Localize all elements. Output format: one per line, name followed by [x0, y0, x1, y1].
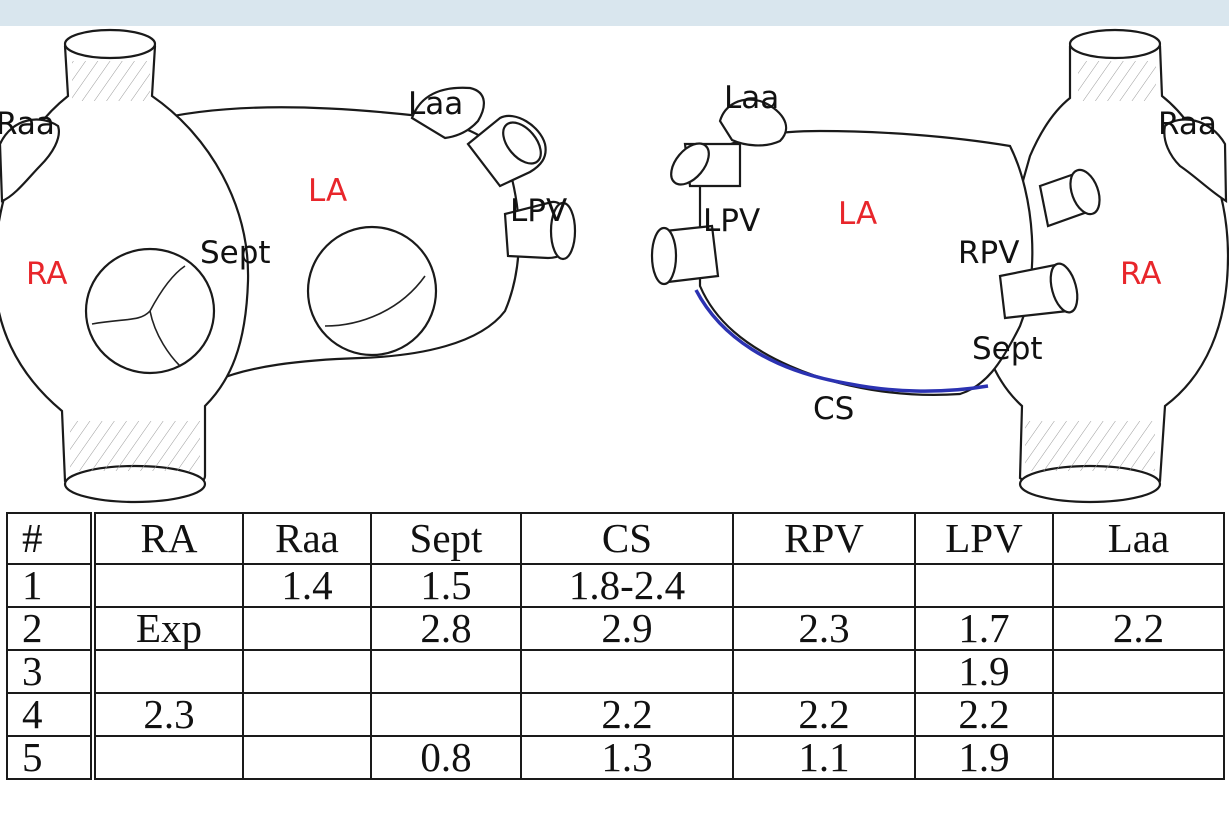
table-cell: 1.7: [914, 606, 1054, 651]
header-sept: Sept: [370, 512, 522, 565]
table-cell: 2.9: [520, 606, 734, 651]
lpv-upper-opening-right: [670, 142, 710, 186]
label-laa-left: Laa: [408, 86, 463, 122]
table-cell: 4: [6, 692, 96, 737]
table-cell: 1.9: [914, 735, 1054, 780]
label-lpv-right: LPV: [703, 203, 760, 239]
header-raa: Raa: [242, 512, 372, 565]
label-la-right: LA: [838, 196, 877, 232]
label-raa-left: Raa: [0, 106, 55, 142]
table-cell: 2.2: [520, 692, 734, 737]
table-cell: 0.8: [370, 735, 522, 780]
svc-shading-right: [1078, 61, 1156, 101]
table-cell: [92, 735, 244, 780]
table-row: 4 2.3 2.2 2.2 2.2: [6, 692, 1225, 737]
table-cell: 2.3: [92, 692, 244, 737]
ivc-shading-left: [70, 421, 200, 471]
header-number: #: [6, 512, 96, 565]
table-cell: [242, 735, 372, 780]
left-atrial-appendage-right: [718, 98, 788, 147]
label-cs-right: CS: [813, 391, 854, 427]
lpv-lower-opening-right: [650, 226, 678, 286]
header-lpv: LPV: [914, 512, 1054, 565]
table-cell: 1: [6, 563, 96, 608]
table-cell: [370, 692, 522, 737]
table-cell: 2.2: [914, 692, 1054, 737]
table-row: 3 1.9: [6, 649, 1225, 694]
table-cell: Exp: [92, 606, 244, 651]
table-cell: 1.4: [242, 563, 372, 608]
tricuspid-valve: [84, 247, 216, 375]
table-cell: 1.8-2.4: [520, 563, 734, 608]
left-heart-view: Raa Laa LA LPV RA Sept: [0, 28, 577, 504]
table-cell: 5: [6, 735, 96, 780]
left-atrium-body-right: [698, 129, 1034, 396]
header-ra: RA: [92, 512, 244, 565]
label-lpv-left: LPV: [510, 193, 567, 229]
table-row: 5 0.8 1.3 1.1 1.9: [6, 735, 1225, 780]
table-cell: [370, 649, 522, 694]
table-cell: 3: [6, 649, 96, 694]
table-cell: [520, 649, 734, 694]
rpv-upper-opening: [1069, 168, 1101, 216]
table-row: 2 Exp 2.8 2.9 2.3 1.7 2.2: [6, 606, 1225, 651]
table-cell: [92, 563, 244, 608]
header-laa: Laa: [1052, 512, 1225, 565]
label-sept-left: Sept: [200, 235, 271, 271]
coronary-sinus-line: [694, 289, 989, 393]
table-cell: [914, 563, 1054, 608]
right-atrial-appendage-right: [1163, 118, 1228, 204]
table-cell: [1052, 649, 1225, 694]
table-cell: 1.1: [732, 735, 916, 780]
right-heart-view: Laa Raa LPV LA RPV RA Sept CS: [650, 28, 1229, 504]
svc-opening-left: [63, 28, 157, 60]
label-ra-left: RA: [26, 256, 68, 292]
ivc-opening-left: [63, 464, 207, 504]
right-atrial-appendage-left: [0, 118, 60, 203]
svc-shading-left: [72, 61, 150, 101]
table-cell: 2: [6, 606, 96, 651]
left-atrial-appendage: [410, 86, 485, 140]
ivc-shading-right: [1025, 421, 1155, 471]
table-cell: 1.5: [370, 563, 522, 608]
table-cell: [1052, 735, 1225, 780]
label-sept-right: Sept: [972, 331, 1043, 367]
table-cell: [1052, 563, 1225, 608]
table-cell: 1.3: [520, 735, 734, 780]
lpv-lower-opening: [549, 201, 577, 261]
table-cell: [1052, 692, 1225, 737]
table-header-row: # RA Raa Sept CS RPV LPV Laa: [6, 512, 1225, 565]
table-row: 1 1.4 1.5 1.8-2.4: [6, 563, 1225, 608]
measurement-table-wrapper: # RA Raa Sept CS RPV LPV Laa 1 1.4 1.5 1…: [6, 512, 1225, 829]
label-raa-right: Raa: [1158, 106, 1217, 142]
header-cs: CS: [520, 512, 734, 565]
svc-opening-right: [1068, 28, 1162, 60]
label-ra-right: RA: [1120, 256, 1162, 292]
measurement-table: # RA Raa Sept CS RPV LPV Laa 1 1.4 1.5 1…: [6, 512, 1225, 780]
heart-atria-figure: Raa Laa LA LPV RA Sept: [0, 26, 1229, 512]
top-band: [0, 0, 1229, 26]
lpv-upper-opening: [502, 121, 542, 165]
table-cell: [732, 649, 916, 694]
table-cell: 2.2: [732, 692, 916, 737]
table-cell: [92, 649, 244, 694]
table-cell: [242, 606, 372, 651]
mitral-valve: [306, 225, 438, 357]
label-rpv-right: RPV: [958, 235, 1019, 271]
table-cell: 2.2: [1052, 606, 1225, 651]
table-cell: [732, 563, 916, 608]
header-rpv: RPV: [732, 512, 916, 565]
table-cell: [242, 692, 372, 737]
table-cell: [242, 649, 372, 694]
label-laa-right: Laa: [724, 80, 779, 116]
heart-atria-drawing: Raa Laa LA LPV RA Sept: [0, 28, 1229, 504]
table-cell: 2.8: [370, 606, 522, 651]
label-la-left: LA: [308, 173, 347, 209]
ivc-opening-right: [1018, 464, 1162, 504]
table-cell: 1.9: [914, 649, 1054, 694]
rpv-lower-opening: [1049, 262, 1079, 314]
table-cell: 2.3: [732, 606, 916, 651]
